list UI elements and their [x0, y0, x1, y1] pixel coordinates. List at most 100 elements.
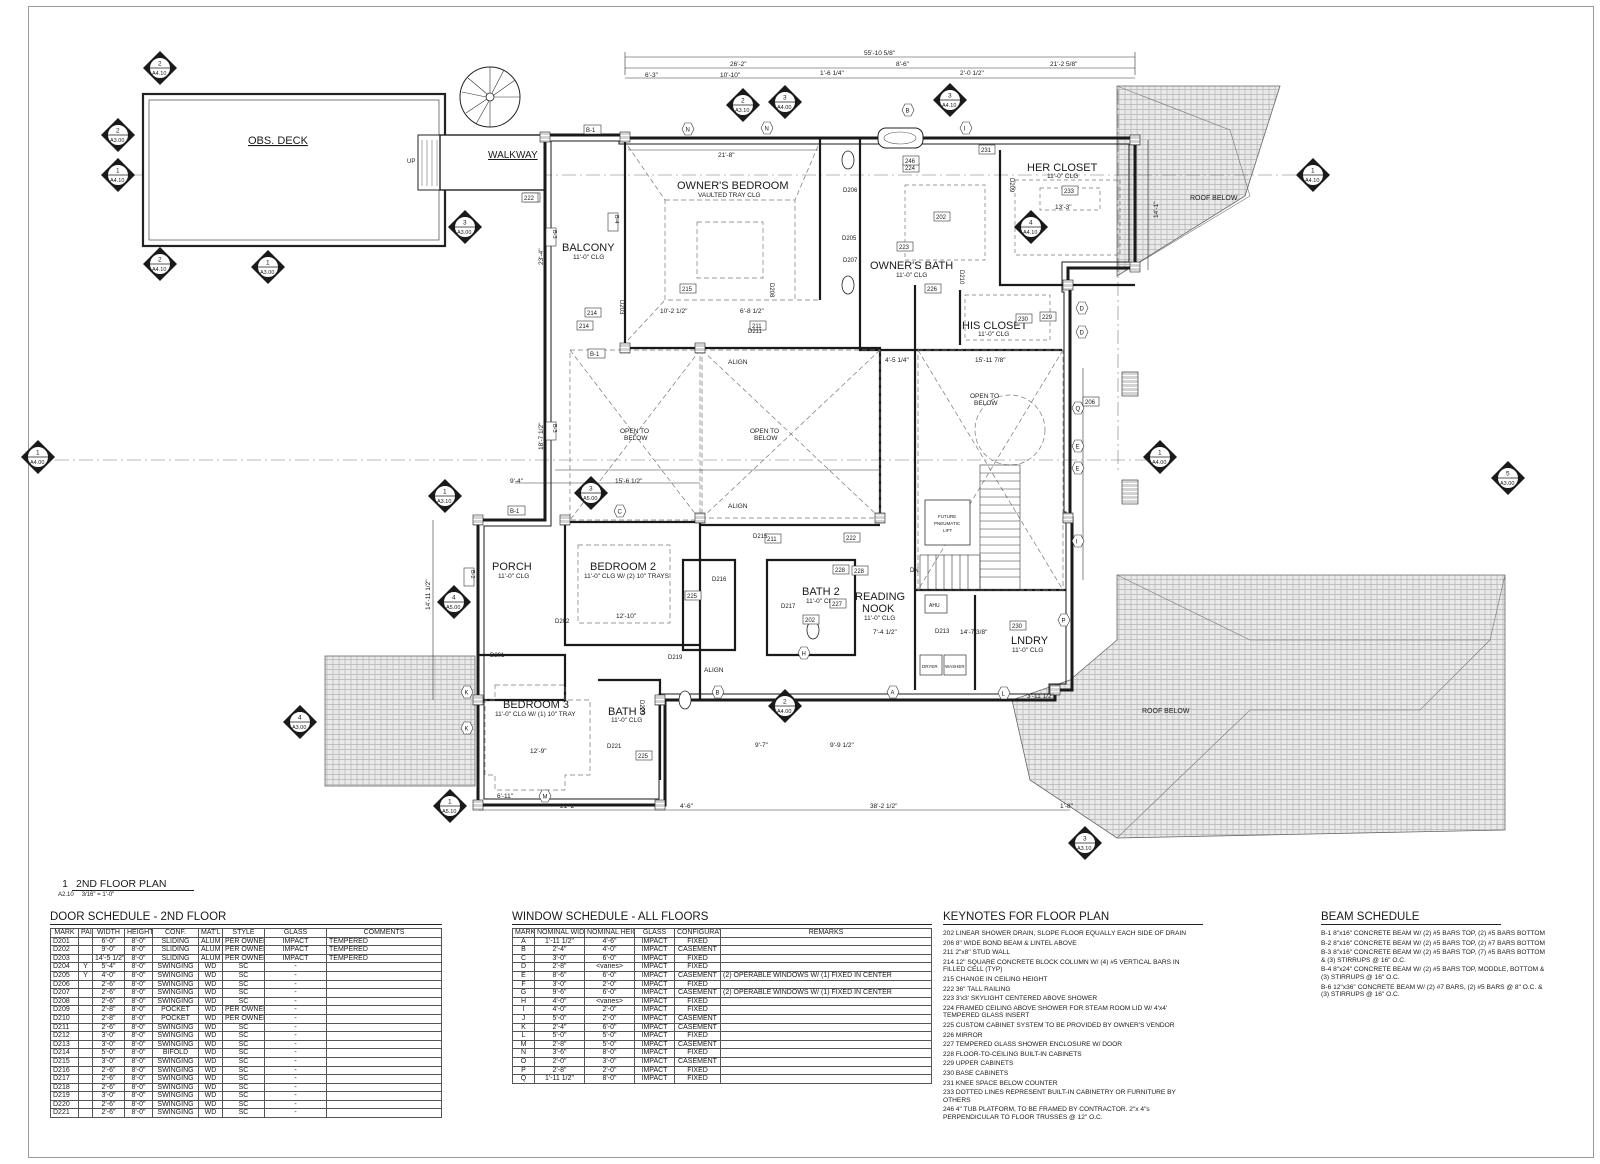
future-pneumatic-lift[interactable]: [924, 499, 971, 546]
door-tag: D203: [618, 300, 624, 315]
door-schedule-cell: 2'-6": [92, 988, 125, 998]
door-schedule-cell: [78, 936, 93, 947]
beam-item: B-3 8"x16" CONCRETE BEAM W/ (2) #5 BARS …: [1321, 949, 1546, 964]
door-schedule-cell: D208: [50, 996, 79, 1007]
beam-tag: B-2: [463, 567, 475, 587]
window-tag: K: [460, 721, 474, 735]
svg-text:1'-8": 1'-8": [1060, 803, 1074, 810]
svg-text:211: 211: [752, 324, 762, 330]
door-tag: D220: [638, 700, 644, 715]
bathtub[interactable]: [877, 127, 924, 149]
window-schedule-cell: <varies>: [584, 962, 635, 972]
svg-text:B-2: B-2: [469, 570, 475, 579]
keynote-tag: 226: [924, 283, 942, 294]
door-schedule-cell: -: [264, 979, 327, 990]
svg-text:B: B: [716, 690, 720, 696]
section-marker: 1A5.10: [433, 789, 467, 823]
washer[interactable]: [943, 654, 967, 676]
room-label-owners-bath: OWNER'S BATH: [870, 260, 953, 272]
svg-text:3'-11 1/2": 3'-11 1/2": [1027, 693, 1055, 700]
door-schedule-cell: D206: [50, 979, 79, 990]
door-schedule-cell: SC: [222, 962, 265, 972]
keynotes-title: KEYNOTES FOR FLOOR PLAN: [943, 911, 1203, 925]
ceiling-label-owners-bath: 11'-0" CLG: [896, 272, 927, 279]
window-schedule-header: NOMINAL WIDTH: [534, 928, 585, 938]
ahu[interactable]: [924, 594, 948, 614]
svg-text:14'-11 1/2": 14'-11 1/2": [425, 579, 432, 610]
door-schedule-cell: WD: [198, 1031, 223, 1041]
window-schedule-cell: CASEMENT: [674, 1056, 721, 1067]
obs-deck[interactable]: [141, 92, 447, 248]
window-schedule-cell: L: [512, 1031, 535, 1041]
door-schedule-cell: TEMPERED: [326, 953, 442, 964]
door-schedule-cell: -: [264, 1005, 327, 1015]
svg-text:E: E: [1076, 444, 1080, 450]
keynote-tag: 229: [1039, 311, 1057, 322]
door-tag: D221: [607, 744, 622, 750]
door-schedule-cell: [78, 1005, 93, 1015]
door-schedule-cell: SWINGING: [152, 970, 199, 981]
door-schedule-cell: SC: [222, 1091, 265, 1101]
plan-scale: 3/16" = 1'-0": [81, 892, 115, 898]
svg-text:14'-7 3/8": 14'-7 3/8": [960, 629, 988, 636]
door-schedule-cell: [78, 1031, 93, 1041]
door-schedule-cell: -: [264, 1056, 327, 1067]
svg-text:Q: Q: [1076, 406, 1081, 412]
door-schedule-cell: 8'-0": [124, 1039, 153, 1050]
plan-sheet-ref: A2.10: [58, 892, 74, 898]
door-schedule-cell: [326, 979, 442, 990]
door-schedule-cell: 8'-0": [124, 988, 153, 998]
dryer[interactable]: [919, 654, 943, 676]
window-schedule-cell: 1'-11 1/2": [534, 1074, 585, 1084]
window-schedule-cell: 9'-6": [534, 988, 585, 998]
keynote-item: 231 KNEE SPACE BELOW COUNTER: [943, 1079, 1058, 1087]
keynote-item: 228 FLOOR-TO-CEILING BUILT-IN CABINETS: [943, 1050, 1082, 1058]
door-schedule-cell: SC: [222, 988, 265, 998]
window-schedule-cell: IMPACT: [634, 970, 675, 981]
window-schedule-cell: FIXED: [674, 1005, 721, 1015]
door-schedule-cell: -: [264, 1091, 327, 1101]
room-label-reading: READING: [855, 591, 905, 603]
door-schedule-cell: 2'-8": [92, 1013, 125, 1024]
door-schedule-cell: POCKET: [152, 1013, 199, 1024]
svg-text:B-1: B-1: [510, 509, 520, 515]
svg-text:214: 214: [579, 324, 590, 330]
keynote-tag: 211: [749, 320, 767, 331]
door-schedule-cell: -: [264, 996, 327, 1007]
door-schedule-cell: TEMPERED: [326, 936, 442, 947]
window-schedule-cell: D: [512, 962, 535, 972]
door-schedule-cell: WD: [198, 1108, 223, 1119]
walkway[interactable]: [439, 134, 546, 191]
door-schedule-cell: [326, 1074, 442, 1084]
svg-text:13'-3": 13'-3": [1055, 204, 1072, 211]
svg-text:233: 233: [1064, 189, 1075, 195]
main-stair[interactable]: [919, 464, 1021, 591]
door-schedule-cell: D205: [50, 970, 79, 981]
concrete-columns: [472, 131, 1141, 811]
door-schedule-cell: SWINGING: [152, 962, 199, 972]
door-schedule-cell: SC: [222, 1048, 265, 1058]
door-schedule-cell: [78, 1091, 93, 1101]
future-label-1: FUTURE: [938, 514, 956, 519]
dimension-lines: [432, 52, 1149, 811]
section-marker: 4A4.10: [1014, 210, 1048, 244]
door-schedule-cell: D214: [50, 1048, 79, 1058]
keynote-tag: 202: [802, 614, 820, 625]
keynote-item: 202 LINEAR SHOWER DRAIN, SLOPE FLOOR EQU…: [943, 930, 1187, 937]
door-schedule-cell: PER OWNER: [222, 945, 265, 955]
spiral-stair[interactable]: [459, 66, 521, 128]
svg-text:26'-2": 26'-2": [730, 61, 747, 68]
door-tag: D211: [748, 329, 763, 335]
door-schedule-cell: -: [264, 1099, 327, 1110]
keynote-tag: 246: [902, 155, 920, 166]
door-schedule-cell: 2'-6": [92, 1065, 125, 1076]
